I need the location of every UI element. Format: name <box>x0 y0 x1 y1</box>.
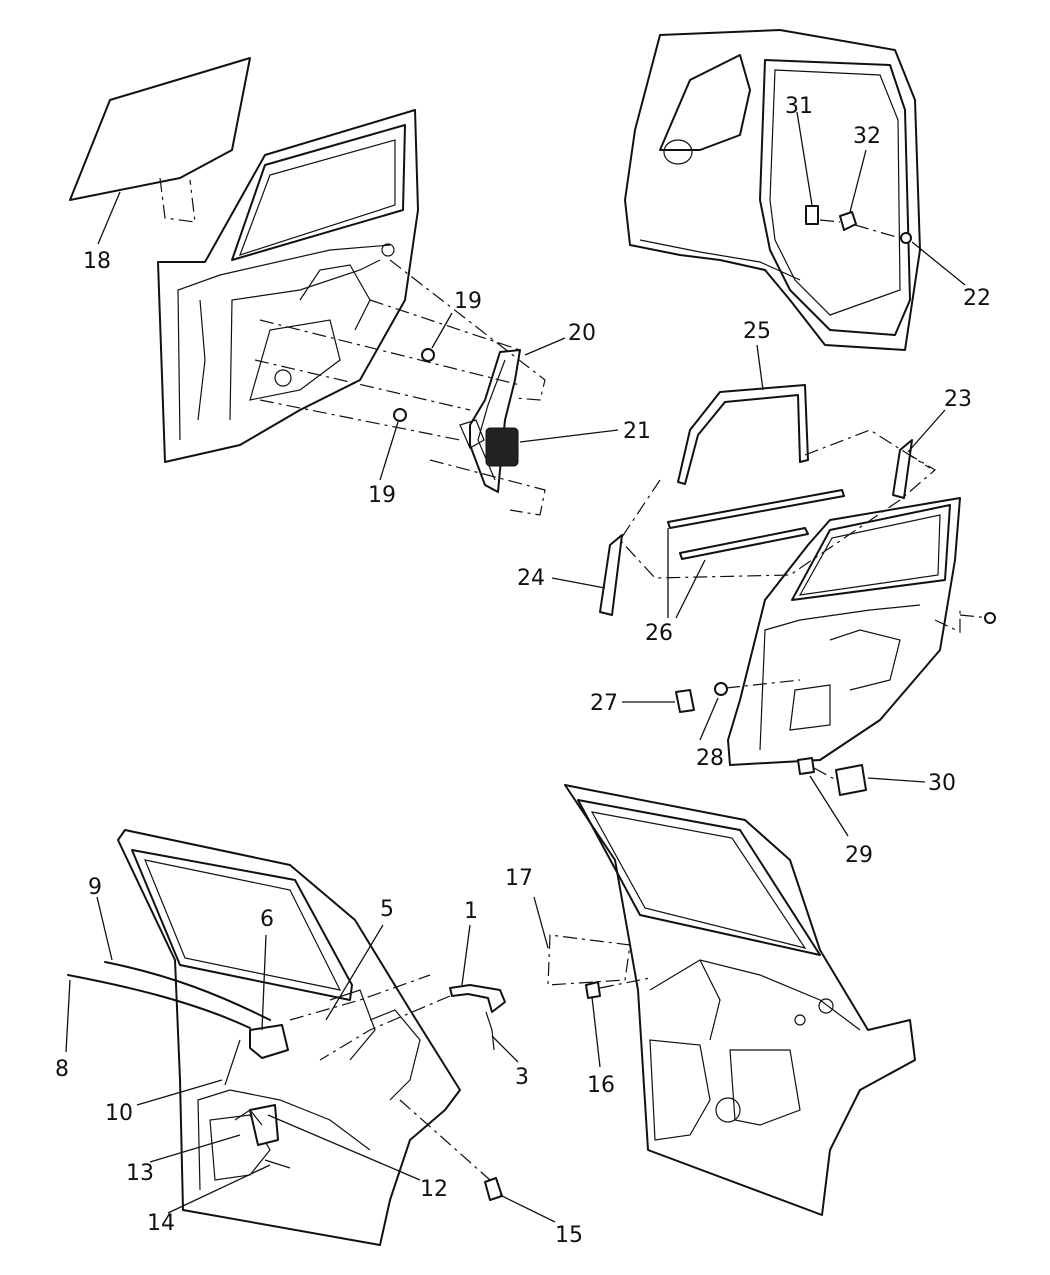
callout-8: 8 <box>55 1057 69 1082</box>
switch-bezel-29 <box>797 757 815 775</box>
striker-screw-15 <box>484 1177 503 1201</box>
lock-actuator-6 <box>249 1024 289 1059</box>
door-glass-group <box>69 57 251 223</box>
weatherstrip-group <box>599 384 937 616</box>
leader-lines <box>65 111 966 1223</box>
callout-23: 23 <box>944 387 972 412</box>
callout-31: 31 <box>785 94 813 119</box>
callout-17: 17 <box>505 866 533 891</box>
belt-weatherstrip-outer <box>667 489 845 529</box>
callout-18: 18 <box>83 249 111 274</box>
bumper-31 <box>805 205 819 225</box>
callout-27: 27 <box>590 691 618 716</box>
callout-6: 6 <box>260 907 274 932</box>
rod-5-path <box>289 974 431 1021</box>
latch-12 <box>249 1104 279 1146</box>
nut-19-upper <box>421 348 435 362</box>
quarter-panel-group <box>624 29 921 351</box>
callout-9: 9 <box>88 875 102 900</box>
trim-panel-17-outline <box>547 934 631 986</box>
window-regulator-group <box>254 259 546 516</box>
link-13 <box>234 1109 263 1126</box>
channel-24 <box>599 534 623 616</box>
callout-20: 20 <box>568 321 596 346</box>
callout-1: 1 <box>464 899 478 924</box>
outside-handle-1 <box>449 984 506 1013</box>
callout-15: 15 <box>555 1223 583 1248</box>
callout-32: 32 <box>853 124 881 149</box>
callout-25: 25 <box>743 319 771 344</box>
callout-labels: 18 19 20 21 19 31 32 22 25 23 24 26 27 2… <box>55 94 991 1248</box>
clip-28 <box>714 682 728 696</box>
callout-19-upper: 19 <box>454 289 482 314</box>
callout-14: 14 <box>147 1211 175 1236</box>
grommet-16 <box>585 981 601 999</box>
door-glass-18 <box>69 57 251 201</box>
screw-14 <box>264 1159 291 1169</box>
callout-29: 29 <box>845 843 873 868</box>
callout-28: 28 <box>696 746 724 771</box>
belt-weatherstrip-inner <box>679 527 809 560</box>
control-rod-9 <box>104 961 271 1021</box>
callout-22: 22 <box>963 286 991 311</box>
door-shell-upper-left <box>157 109 419 463</box>
callout-19-lower: 19 <box>368 483 396 508</box>
control-rod-8 <box>67 974 251 1029</box>
callout-12: 12 <box>420 1177 448 1202</box>
screw-22 <box>900 232 912 244</box>
nut-19-lower <box>393 408 407 422</box>
callout-21: 21 <box>623 419 651 444</box>
callout-30: 30 <box>928 771 956 796</box>
handle-bracket-3 <box>485 1011 495 1051</box>
callout-24: 24 <box>517 566 545 591</box>
glass-run-channel-25 <box>677 384 809 485</box>
regulator-motor-21 <box>485 427 519 467</box>
window-regulator-20 <box>469 349 521 493</box>
callout-10: 10 <box>105 1101 133 1126</box>
callout-13: 13 <box>126 1161 154 1186</box>
door-shell-lower-left <box>117 829 461 1246</box>
callout-3: 3 <box>515 1065 529 1090</box>
window-switch-30 <box>835 764 867 796</box>
callout-5: 5 <box>380 897 394 922</box>
handle-bezel-27 <box>675 689 695 713</box>
callout-26: 26 <box>645 621 673 646</box>
door-shell-lower-right <box>547 784 916 1216</box>
channel-23 <box>892 439 913 499</box>
callout-16: 16 <box>587 1073 615 1098</box>
striker-32 <box>839 211 857 231</box>
door-shell-middle-right <box>675 497 996 796</box>
